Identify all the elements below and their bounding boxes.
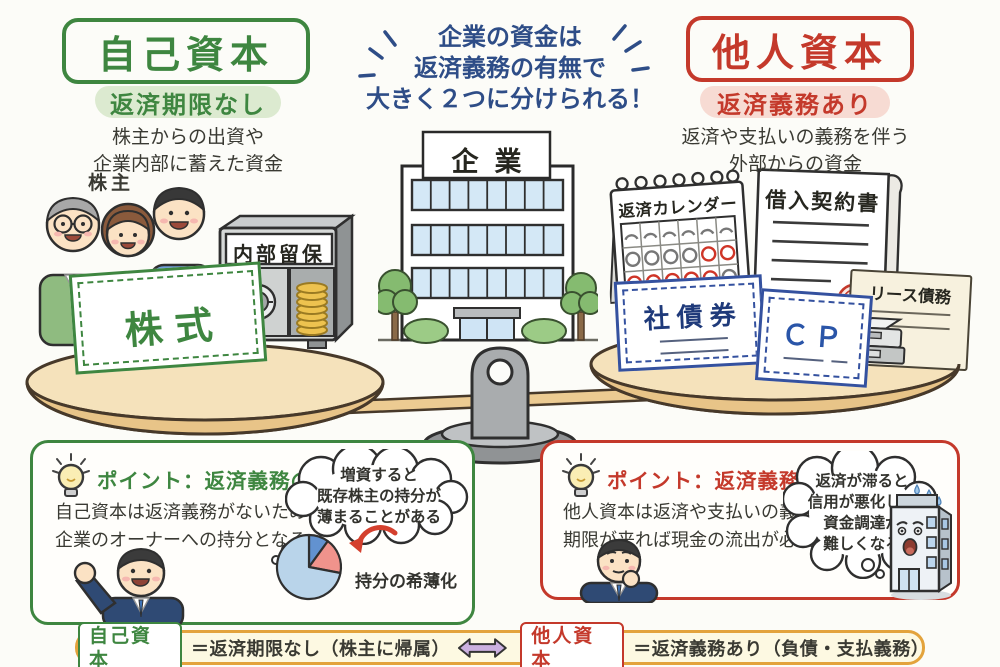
summary-debt-text: ＝返済義務あり（負債・支払義務） <box>633 638 930 660</box>
bond-rule <box>660 349 729 355</box>
stock-certificate-label: 株式 <box>123 302 227 353</box>
center-note-line1: 企業の資金は <box>438 23 582 51</box>
debt-bubble-line1: 返済が滞ると <box>815 472 909 490</box>
equity-description: 株主からの出資や 企業内部に蓄えた資金 <box>38 124 338 178</box>
contract-title: 借入契約書 <box>764 187 881 216</box>
debt-badge-label: 返済義務あり <box>717 90 873 119</box>
debt-title-box: 他人資本 <box>686 16 914 82</box>
dilution-pie-chart <box>275 533 343 601</box>
building-sign: 企業 <box>451 147 538 178</box>
point-left-body: 自己資本は返済義務がないため、 企業のオーナーへの持分となる。 <box>55 499 325 555</box>
summary-debt-label: 他人資本 <box>520 621 625 667</box>
bush-icon <box>521 318 567 344</box>
point-box-equity: ポイント：返済義務の有無 自己資本は返済義務がないため、 企業のオーナーへの持分… <box>30 440 475 628</box>
debt-bubble-line3: 資金調達が <box>823 514 901 532</box>
bond-rule <box>659 337 728 343</box>
equity-bubble-line3: 薄まることがある <box>316 508 441 526</box>
lease-rule <box>868 309 951 317</box>
debt-bubble-line2: 信用が悪化し、 <box>807 493 917 511</box>
cp-rule <box>831 360 848 364</box>
debt-bubble-line4: 難しくなる <box>823 535 901 553</box>
calendar-rings-icon <box>615 169 740 191</box>
center-note-line2: 返済義務の有無で <box>414 54 606 82</box>
point-box-debt: ポイント：返済義務の有無 他人資本は返済や支払いの義務があり、 期限が来れば現金… <box>540 440 960 603</box>
equity-bubble-line1: 増資すると <box>340 466 418 484</box>
summary-bar: 自己資本 ＝返済期限なし（株主に帰属） 他人資本 ＝返済義務あり（負債・支払義務… <box>75 621 930 667</box>
businessman-confident-icon <box>73 547 185 628</box>
shareholders-label: 株主 <box>88 172 135 194</box>
lightbulb-icon <box>52 453 90 497</box>
debt-description-line2: 外部からの資金 <box>728 153 862 175</box>
cp-certificate: ＣＰ <box>754 288 874 388</box>
point-left-body-line2: 企業のオーナーへの持分となる。 <box>55 530 325 551</box>
red-arrow-icon <box>349 525 398 553</box>
equity-badge: 返済期限なし <box>95 86 281 119</box>
worried-building-icon <box>889 483 952 600</box>
repayment-calendar: 返済カレンダー <box>602 167 757 309</box>
debt-bubble-text: 返済が滞ると 信用が悪化し、 資金調達が 難しくなる <box>783 471 941 555</box>
coin-stack-icon <box>296 282 328 336</box>
building-icon <box>373 130 602 344</box>
stock-certificate: 株式 <box>68 261 268 375</box>
lightbulb-icon <box>562 453 600 497</box>
equity-title-box: 自己資本 <box>62 18 310 84</box>
pie-label: 持分の希薄化 <box>355 572 457 592</box>
emphasis-dashes-icon <box>358 24 650 78</box>
bond-title: 社債券 <box>643 300 744 336</box>
equity-bubble-text: 増資すると 既存株主の持分が 薄まることがある <box>285 465 473 528</box>
center-note-line3: 大きく２つに分けられる！ <box>366 85 654 113</box>
tree-icon <box>373 269 418 341</box>
calendar-icon <box>609 169 752 306</box>
point-left-body-line1: 自己資本は返済義務がないため、 <box>55 502 325 523</box>
equity-description-line2: 企業内部に蓄えた資金 <box>92 153 283 175</box>
company-building: 企業 <box>373 122 602 350</box>
cp-rule <box>783 356 824 362</box>
debt-description-line1: 返済や支払いの義務を伴う <box>681 126 910 148</box>
tree-icon <box>560 272 602 341</box>
equity-badge-label: 返済期限なし <box>110 90 266 119</box>
debt-badge: 返済義務あり <box>700 86 890 119</box>
equity-description-line1: 株主からの出資や <box>111 126 264 148</box>
center-note: 企業の資金は 返済義務の有無で 大きく２つに分けられる！ <box>365 22 655 115</box>
bubble-trail-dot <box>875 569 885 579</box>
bubble-trail-dot <box>861 558 875 572</box>
thought-bubble-icon <box>285 449 469 545</box>
debt-description: 返済や支払いの義務を伴う 外部からの資金 <box>648 124 943 178</box>
corporate-bond-certificate: 社債券 <box>613 274 767 372</box>
summary-equity-text: ＝返済期限なし（株主に帰属） <box>190 638 450 660</box>
double-arrow-icon <box>457 637 507 658</box>
equity-title: 自己資本 <box>97 32 274 77</box>
equity-bubble-line2: 既存株主の持分が <box>316 487 441 505</box>
debt-title: 他人資本 <box>711 30 888 75</box>
cp-title: ＣＰ <box>780 317 849 356</box>
summary-equity-label: 自己資本 <box>78 621 182 667</box>
businessman-worried-icon <box>579 539 659 603</box>
bush-icon <box>403 318 449 344</box>
